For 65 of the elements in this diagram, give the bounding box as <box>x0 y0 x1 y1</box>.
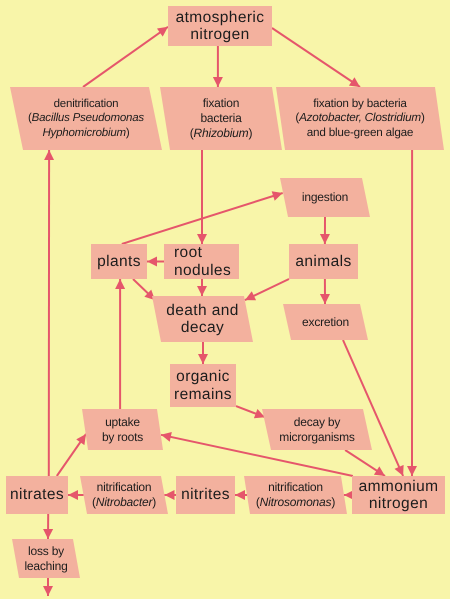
node-label: (Bacillus Pseudomonas Hyphomicrobium) <box>27 111 145 140</box>
arrow <box>43 578 53 596</box>
parallelogram-box <box>80 476 168 514</box>
node-label: loss by leaching <box>23 544 69 574</box>
arrow <box>115 279 126 409</box>
parallelogram-box <box>12 539 80 578</box>
node-label: (Rhizobium) <box>190 126 252 141</box>
node-label: ingestion <box>302 190 348 205</box>
arrow <box>342 340 404 476</box>
parallelogram-box <box>82 409 163 450</box>
process-box <box>176 476 235 514</box>
process-box <box>6 476 68 514</box>
arrow <box>122 191 283 245</box>
node-label: nitrates <box>10 486 64 504</box>
node-label: nitrites <box>181 486 230 504</box>
node-label: excretion <box>302 314 349 330</box>
parallelogram-box <box>160 87 282 150</box>
node-label: decay by microrganisms <box>278 414 356 444</box>
parallelogram-box <box>244 476 347 514</box>
arrow <box>43 514 54 539</box>
arrow <box>235 490 248 500</box>
process-box <box>91 244 147 279</box>
node-label: uptake by roots <box>100 414 144 444</box>
node-label: atmospheric nitrogen <box>174 8 266 44</box>
arrow <box>407 150 417 476</box>
arrow <box>244 278 290 301</box>
arrow <box>271 27 361 88</box>
arrow <box>197 150 207 244</box>
node-label: fixation by bacteria (Azotobacter, Clostridium) and blue-green algae <box>294 96 426 140</box>
arrow <box>344 449 386 477</box>
arrow <box>344 490 354 500</box>
node-label: nitrification <box>268 480 323 495</box>
arrow <box>44 150 54 476</box>
arrow <box>164 490 176 500</box>
arrow <box>68 490 84 500</box>
parallelogram-box <box>262 409 372 450</box>
process-box <box>164 244 239 279</box>
arrow <box>56 433 87 477</box>
arrow <box>236 405 266 418</box>
process-box <box>289 244 358 279</box>
arrow <box>147 256 164 266</box>
node-label: nitrification <box>96 480 152 495</box>
arrow <box>197 279 207 296</box>
node-label: fixation bacteria <box>199 96 243 126</box>
node-label: root nodules <box>174 244 232 279</box>
arrow <box>132 278 156 301</box>
parallelogram-box <box>10 87 162 150</box>
parallelogram-box <box>280 178 370 217</box>
node-label: (Nitrobacter) <box>92 495 156 510</box>
arrow <box>320 217 330 244</box>
parallelogram-box <box>276 87 444 150</box>
node-label: animals <box>295 252 352 270</box>
node-label: ammonium nitrogen <box>358 478 440 512</box>
node-label: denitrification <box>54 96 118 112</box>
arrow <box>198 342 208 364</box>
node-label: death and decay <box>165 302 240 336</box>
arrow <box>320 279 330 304</box>
process-box <box>352 476 445 514</box>
arrow <box>212 46 223 87</box>
arrow <box>160 432 354 477</box>
node-label: (Nitrosomonas) <box>256 495 336 510</box>
process-box <box>168 6 272 46</box>
arrow <box>82 26 169 88</box>
node-label: plants <box>97 252 141 270</box>
node-label: organic remains <box>173 368 233 403</box>
